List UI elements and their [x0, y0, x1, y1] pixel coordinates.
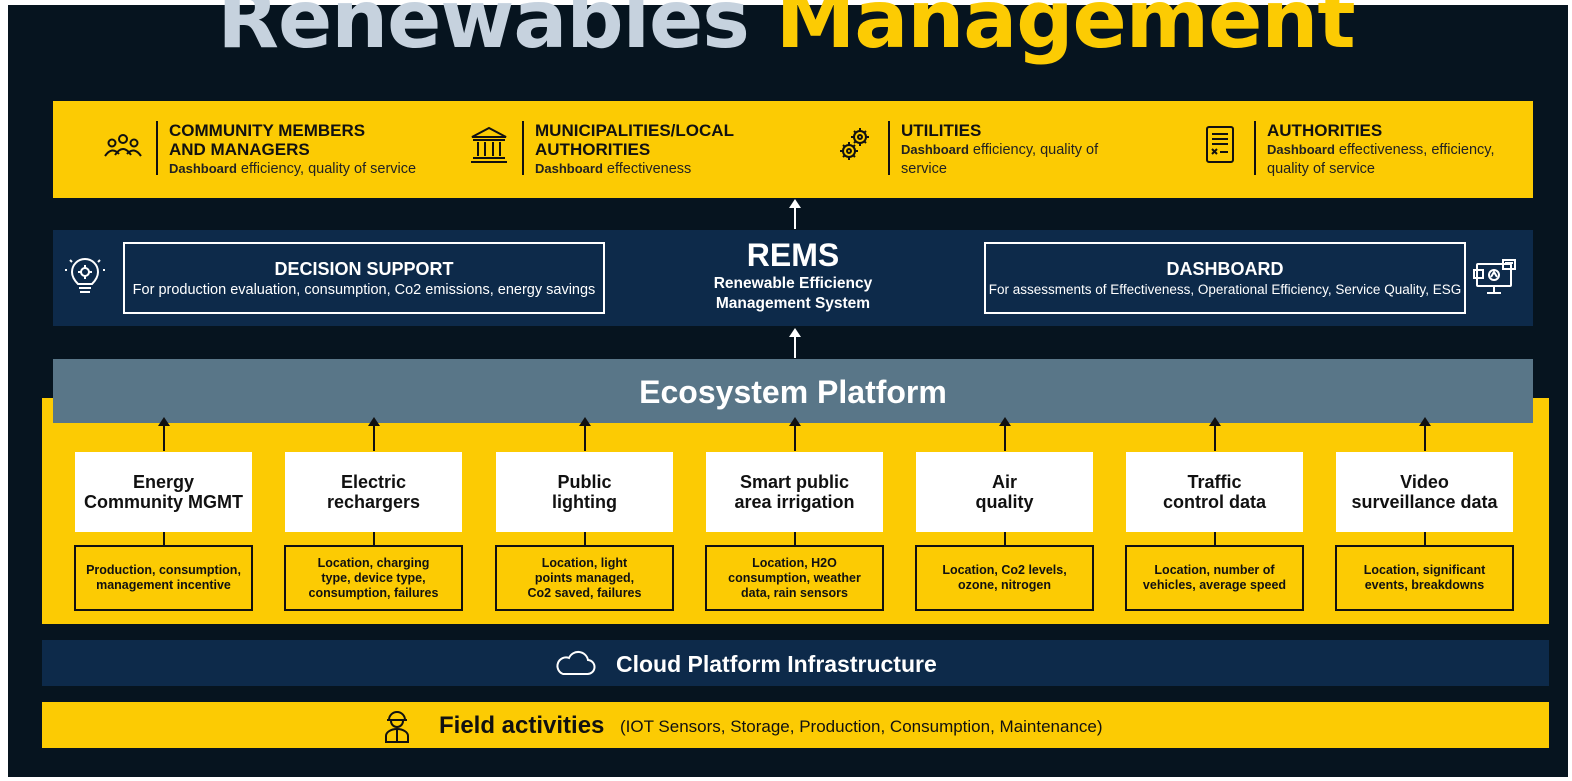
module-card: Video surveillance data [1336, 452, 1513, 532]
arrow-up-icon [368, 417, 380, 451]
rems-subtitle: Renewable Efficiency Management System [713, 275, 873, 312]
module-details: Production, consumption, management ince… [74, 545, 253, 611]
module-details: Location, H2O consumption, weather data,… [705, 545, 884, 611]
module-details: Location, Co2 levels, ozone, nitrogen [915, 545, 1094, 611]
module-card: Traffic control data [1126, 452, 1303, 532]
connector-line [1214, 532, 1216, 545]
connector-line [1004, 532, 1006, 545]
stakeholder-title: MUNICIPALITIES/LOCAL AUTHORITIES [535, 121, 734, 159]
arrow-up-icon [1209, 417, 1221, 451]
gears-icon [833, 123, 877, 167]
page-title: Renewables Management [217, 0, 1355, 66]
arrow-up-icon [158, 417, 170, 451]
stakeholder-title: COMMUNITY MEMBERS AND MANAGERS [169, 121, 366, 159]
arrow-up-icon [999, 417, 1011, 451]
dashboard-box: DASHBOARD For assessments of Effectivene… [984, 242, 1466, 314]
module-name: Public lighting [552, 472, 617, 512]
module-name: Electric rechargers [326, 472, 421, 512]
arrow-up-icon [789, 417, 801, 451]
module-details: Location, number of vehicles, average sp… [1125, 545, 1304, 611]
module-name: Traffic control data [1162, 472, 1266, 512]
stakeholder-desc: efficiency, quality of service [901, 142, 1099, 177]
decision-support-box: DECISION SUPPORT For production evaluati… [123, 242, 605, 314]
module-details-text: Location, number of vehicles, average sp… [1142, 563, 1287, 592]
stakeholder-label: Dashboard [535, 161, 603, 176]
module-name: Energy Community MGMT [84, 472, 243, 512]
arrow-up-icon [789, 199, 801, 229]
worker-icon [382, 708, 412, 744]
connector-line [794, 532, 796, 545]
divider [1254, 121, 1256, 175]
divider [156, 121, 158, 175]
module-details-text: Location, charging type, device type, co… [308, 555, 439, 600]
module-card: Smart public area irrigation [706, 452, 883, 532]
cloud-title: Cloud Platform Infrastructure [616, 651, 937, 677]
connector-line [1424, 532, 1426, 545]
dashboard-title: DASHBOARD [1166, 259, 1284, 279]
module-details: Location, charging type, device type, co… [284, 545, 463, 611]
divider [888, 121, 890, 175]
module-card: Electric rechargers [285, 452, 462, 532]
module-name: Air quality [975, 472, 1034, 512]
connector-line [373, 532, 375, 545]
module-name: Smart public area irrigation [734, 472, 855, 512]
dashboard-desc: For assessments of Effectiveness, Operat… [988, 282, 1462, 297]
stakeholder-label: Dashboard [169, 161, 237, 176]
module-details-text: Location, significant events, breakdowns [1363, 563, 1486, 592]
cloud-icon [553, 648, 597, 678]
stakeholder-title: UTILITIES [901, 121, 982, 140]
field-desc: (IOT Sensors, Storage, Production, Consu… [620, 717, 1103, 736]
module-card: Air quality [916, 452, 1093, 532]
cloud-platform-bar: Cloud Platform Infrastructure [42, 640, 1549, 686]
arrow-up-icon [1419, 417, 1431, 451]
stakeholder-desc: efficiency, quality of service [236, 161, 417, 177]
divider [522, 121, 524, 175]
module-details: Location, significant events, breakdowns [1335, 545, 1514, 611]
rems-center: REMS Renewable Efficiency Management Sys… [658, 236, 928, 314]
field-title: Field activities [439, 712, 605, 739]
stakeholder-desc: effectiveness [602, 161, 692, 177]
decision-support-title: DECISION SUPPORT [274, 259, 454, 279]
document-icon [1199, 123, 1243, 167]
ecosystem-platform-bar: Ecosystem Platform [53, 359, 1533, 423]
stakeholder-title: AUTHORITIES [1267, 121, 1383, 140]
connector-line [163, 532, 165, 545]
module-details-text: Production, consumption, management ince… [86, 563, 241, 592]
connector-line [584, 532, 586, 545]
monitor-icon [1473, 258, 1519, 298]
field-activities-bar: Field activities (IOT Sensors, Storage, … [42, 702, 1549, 748]
module-details: Location, light points managed, Co2 save… [495, 545, 674, 611]
rems-title: REMS [746, 237, 840, 273]
stakeholder-label: Dashboard [901, 142, 969, 157]
module-name: Video surveillance data [1351, 472, 1498, 512]
stakeholders-bar: COMMUNITY MEMBERS AND MANAGERS Dashboard… [53, 101, 1533, 198]
arrow-up-icon [789, 328, 801, 358]
lightbulb-icon [65, 256, 105, 300]
module-details-text: Location, Co2 levels, ozone, nitrogen [942, 563, 1067, 592]
module-details-text: Location, light points managed, Co2 save… [527, 555, 642, 600]
module-card: Energy Community MGMT [75, 452, 252, 532]
municipality-icon [467, 123, 511, 167]
module-details-text: Location, H2O consumption, weather data,… [728, 555, 861, 600]
community-icon [101, 123, 145, 167]
arrow-up-icon [579, 417, 591, 451]
stakeholder-label: Dashboard [1267, 142, 1335, 157]
module-card: Public lighting [496, 452, 673, 532]
rems-bar: DECISION SUPPORT For production evaluati… [53, 230, 1533, 326]
stakeholder-desc: effectiveness, efficiency, quality of se… [1267, 142, 1495, 177]
decision-support-desc: For production evaluation, consumption, … [132, 282, 596, 298]
